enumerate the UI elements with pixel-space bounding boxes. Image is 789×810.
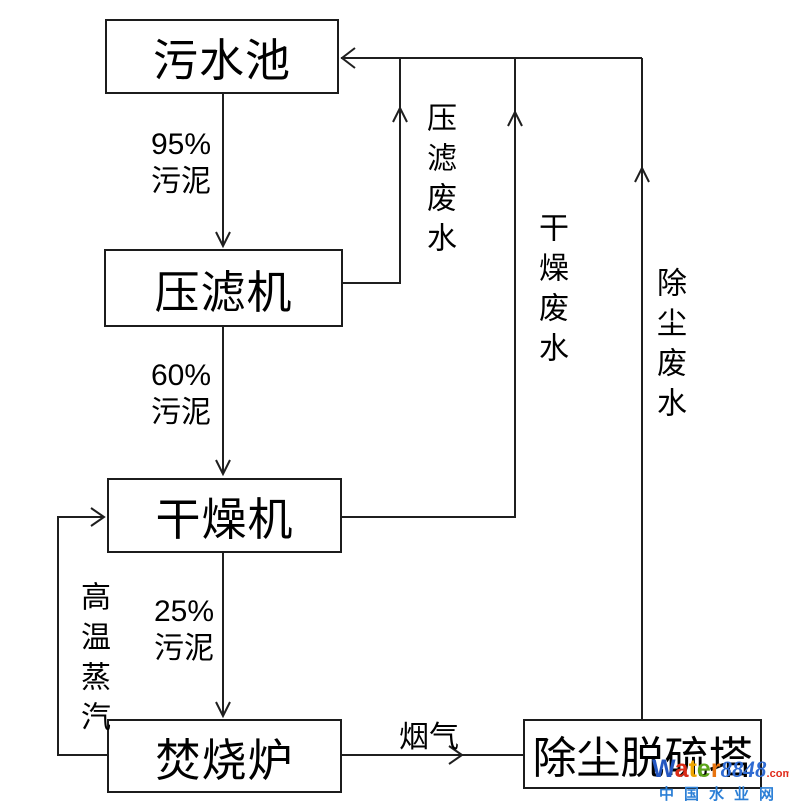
sludge-95-material: 污泥 — [151, 165, 211, 198]
label-steam: 高温蒸汽 — [76, 581, 109, 741]
watermark-logo: Water8848.com — [652, 757, 789, 787]
arrowhead-down-icon — [215, 459, 231, 477]
watermark-subtitle: 中国水业网 — [659, 786, 785, 803]
watermark-number: 8848 — [720, 757, 767, 782]
box-incinerator: 焚烧炉 — [107, 719, 342, 793]
arrowhead-up-icon — [507, 109, 523, 127]
arrowhead-up-icon — [634, 165, 650, 183]
sludge-60-percent: 60% — [151, 359, 212, 392]
sludge-95-percent: 95% — [151, 128, 212, 161]
steam-line — [57, 516, 107, 756]
box-sewage-pool: 污水池 — [105, 19, 339, 94]
box-filter-press-label: 压滤机 — [154, 266, 293, 318]
drying-wastewater-line — [342, 58, 516, 518]
arrowhead-down-icon — [215, 701, 231, 719]
watermark-letter: a — [674, 755, 689, 783]
label-sludge-95: 95% 污泥 — [151, 126, 211, 200]
arrowhead-right-icon — [90, 507, 106, 527]
watermark-domain: .com — [766, 768, 789, 780]
watermark-letter: t — [688, 755, 697, 783]
arrowhead-down-icon — [215, 231, 231, 249]
arrowhead-right-icon — [448, 745, 464, 765]
label-sludge-60: 60% 污泥 — [151, 357, 211, 431]
sludge-25-percent: 25% — [154, 595, 215, 628]
watermark-letter: e — [696, 755, 711, 783]
watermark-letter: r — [710, 755, 721, 783]
box-incinerator-label: 焚烧炉 — [155, 734, 294, 786]
box-dedust-tower-label: 除尘脱硫塔 — [532, 734, 753, 783]
box-sewage-pool-label: 污水池 — [152, 35, 291, 86]
arrowhead-up-icon — [392, 105, 408, 123]
watermark-letter: W — [652, 755, 675, 783]
sludge-25-material: 污泥 — [154, 632, 214, 665]
filter-wastewater-line — [343, 58, 401, 284]
label-dedust-wastewater: 除尘废水 — [652, 267, 685, 427]
sludge-60-material: 污泥 — [151, 396, 211, 429]
box-filter-press: 压滤机 — [104, 249, 343, 327]
box-dedust-tower: 除尘脱硫塔 — [523, 719, 762, 789]
box-dryer: 干燥机 — [107, 478, 342, 553]
box-dryer-label: 干燥机 — [155, 494, 294, 545]
label-sludge-25: 25% 污泥 — [154, 593, 214, 667]
label-filter-wastewater: 压滤废水 — [422, 102, 455, 262]
arrowhead-left-icon — [340, 47, 356, 69]
label-drying-wastewater: 干燥废水 — [534, 212, 567, 372]
label-flue-gas: 烟气 — [399, 721, 459, 754]
